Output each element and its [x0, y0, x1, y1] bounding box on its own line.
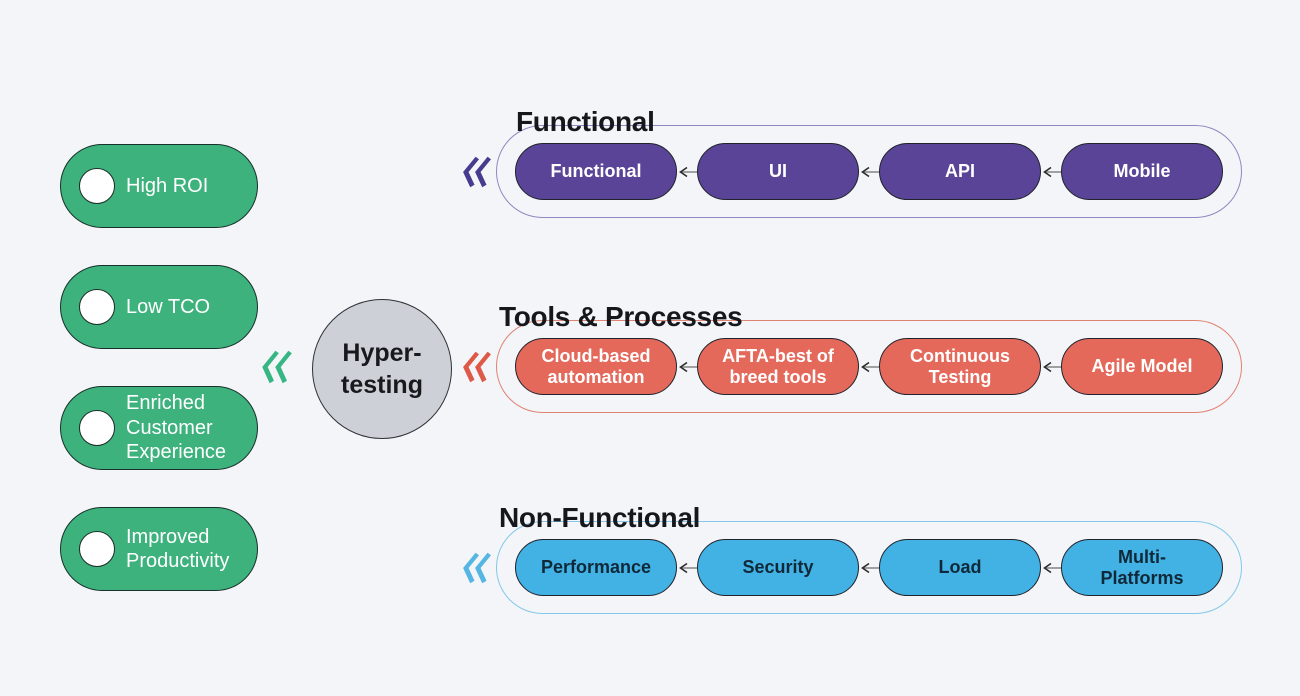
- benefit-pill: Enriched Customer Experience: [60, 386, 258, 470]
- benefit-label: Improved Productivity: [126, 525, 230, 572]
- benefit-label: Enriched Customer Experience: [126, 392, 227, 464]
- stage-pill-label: Continuous Testing: [910, 345, 1010, 387]
- stage-pill-label: Performance: [540, 557, 652, 578]
- hub-label-line1: Hyper-: [342, 338, 422, 367]
- benefit-label: Low TCO: [126, 295, 211, 318]
- stage-pill-label: UI: [769, 161, 787, 182]
- left-arrow-connector: [1043, 166, 1061, 177]
- stage-pill: Mobile: [1061, 143, 1223, 200]
- stage-pill: Multi-Platforms: [1061, 539, 1223, 596]
- stage-pill-label: AFTA-best of breed tools: [722, 345, 834, 387]
- benefits-column: High ROI Low TCO Enriched Customer Exper…: [60, 144, 258, 591]
- left-arrow-connector: [679, 361, 697, 372]
- hub-label-line2: testing: [341, 371, 423, 399]
- bullet-circle-icon: [79, 289, 115, 325]
- stage-pill: AFTA-best of breed tools: [697, 338, 859, 395]
- group-track: Functional UI API Mobile: [497, 126, 1241, 217]
- stage-pill-label: API: [944, 161, 975, 182]
- benefit-pill: High ROI: [60, 144, 258, 228]
- stage-pill: Functional: [515, 143, 677, 200]
- double-chevron-left-icon: [463, 351, 492, 382]
- left-arrow-connector: [1043, 562, 1061, 573]
- stage-pill-label: Load: [938, 557, 982, 578]
- stage-pill: Agile Model: [1061, 338, 1223, 395]
- stage-pill: Load: [879, 539, 1041, 596]
- stage-pill: API: [879, 143, 1041, 200]
- stage-pill: Cloud-based automation: [515, 338, 677, 395]
- bullet-circle-icon: [79, 410, 115, 446]
- double-chevron-left-icon: [463, 156, 492, 187]
- group-track: Performance Security Load Multi-Platform…: [497, 522, 1241, 613]
- double-chevron-left-icon: [463, 552, 492, 583]
- stage-pill-label: Security: [742, 557, 814, 578]
- bullet-circle-icon: [79, 168, 115, 204]
- double-chevron-left-icon: [262, 350, 292, 384]
- benefit-pill: Improved Productivity: [60, 507, 258, 591]
- left-arrow-connector: [861, 562, 879, 573]
- left-arrow-connector: [1043, 361, 1061, 372]
- group-tools-processes: Tools & Processes Cloud-based automation…: [463, 301, 1242, 413]
- stage-pill-label: Mobile: [1113, 161, 1171, 182]
- left-arrow-connector: [861, 166, 879, 177]
- stage-pill-label: Agile Model: [1091, 356, 1193, 377]
- group-title-tools-processes: Tools & Processes: [499, 301, 743, 333]
- stage-pill-label: Multi-Platforms: [1100, 546, 1184, 588]
- group-non-functional: Non-Functional Performance Security Load…: [463, 502, 1242, 614]
- left-arrow-connector: [679, 166, 697, 177]
- hypertesting-hub: Hyper- testing: [312, 299, 452, 439]
- group-track: Cloud-based automation AFTA-best of bree…: [497, 321, 1241, 412]
- stage-pill: UI: [697, 143, 859, 200]
- left-arrow-connector: [679, 562, 697, 573]
- left-arrow-connector: [861, 361, 879, 372]
- group-title-functional: Functional: [516, 106, 655, 138]
- stage-pill: Continuous Testing: [879, 338, 1041, 395]
- bullet-circle-icon: [79, 531, 115, 567]
- stage-pill: Performance: [515, 539, 677, 596]
- group-title-non-functional: Non-Functional: [499, 502, 701, 534]
- benefit-pill: Low TCO: [60, 265, 258, 349]
- stage-pill: Security: [697, 539, 859, 596]
- group-functional: Functional Functional UI API Mobile: [463, 106, 1242, 218]
- stage-pill-label: Functional: [550, 161, 642, 182]
- stage-pill-label: Cloud-based automation: [541, 345, 651, 387]
- benefit-label: High ROI: [126, 174, 209, 197]
